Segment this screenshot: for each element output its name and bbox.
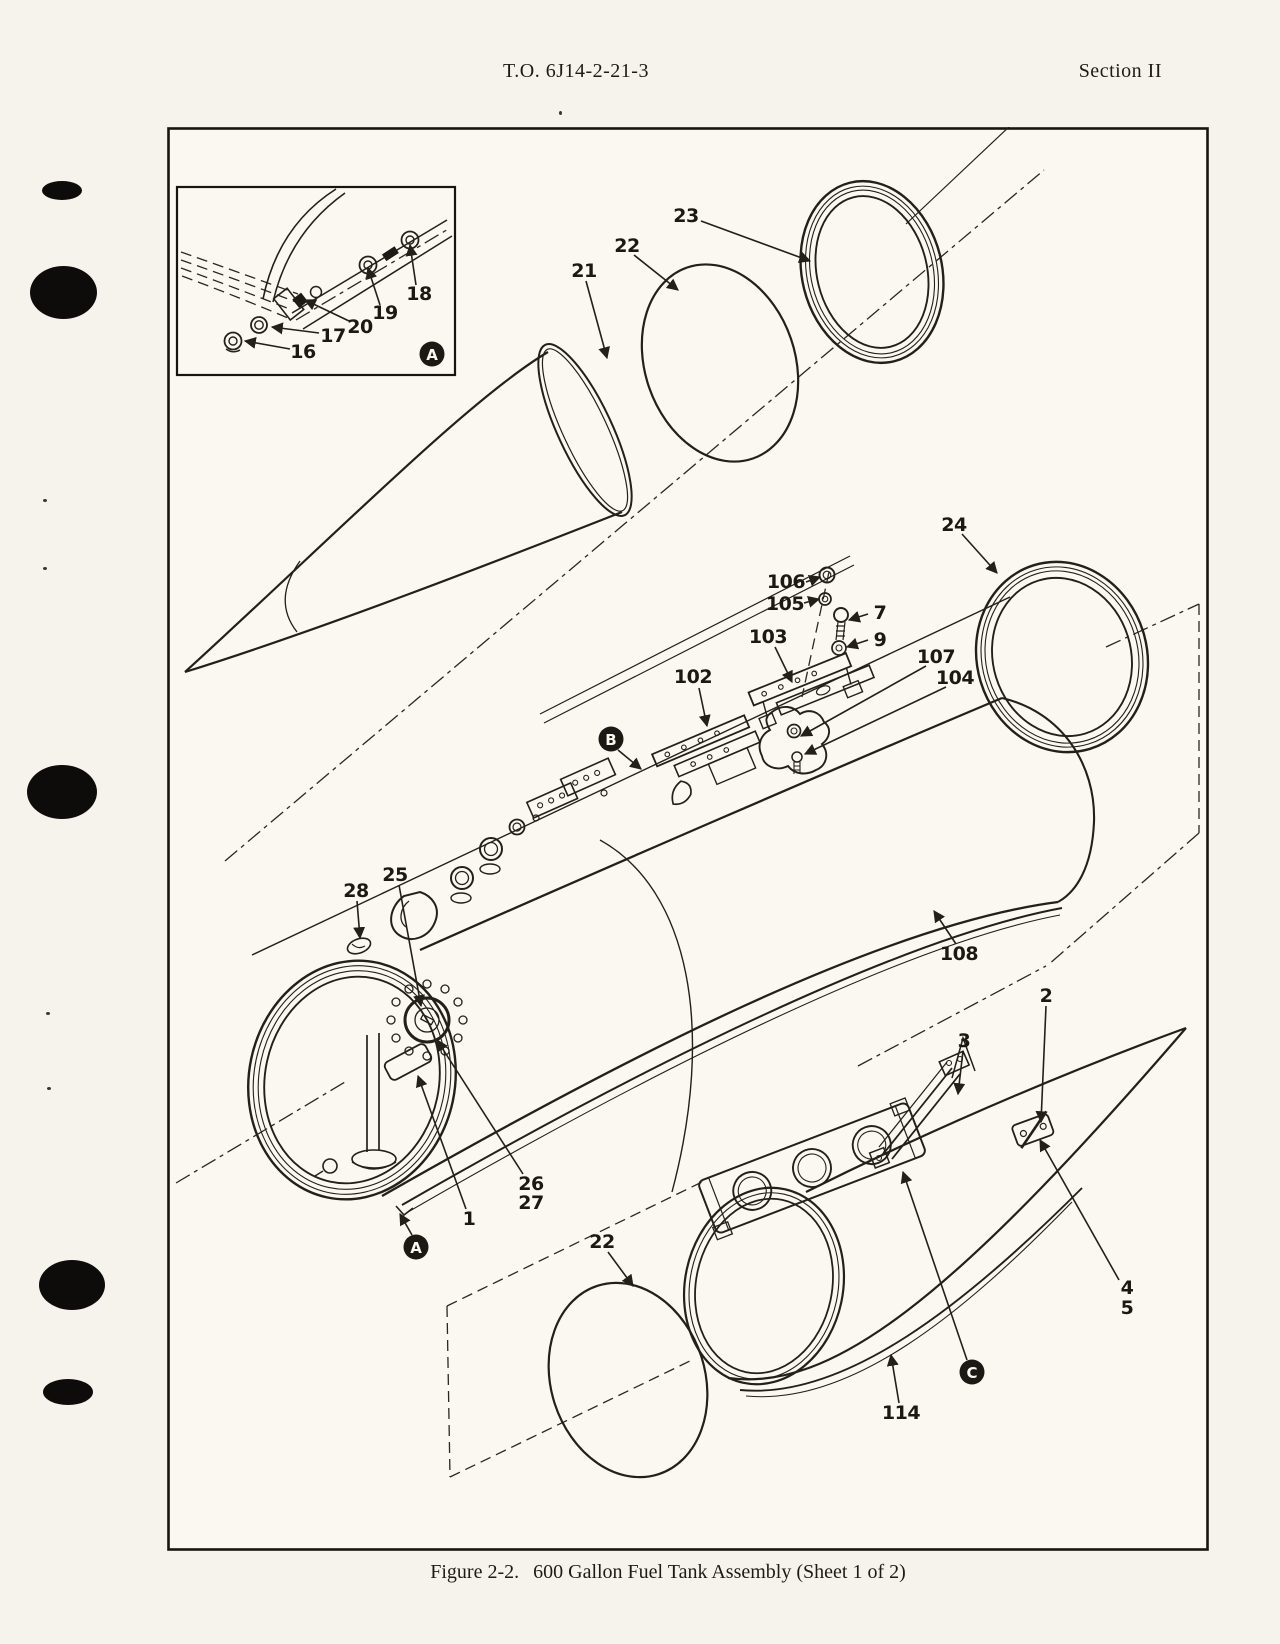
callout-17: 17: [320, 325, 345, 347]
punch-mark: [27, 765, 97, 819]
callout-16: 16: [290, 341, 316, 363]
part-filler-cap: [386, 979, 468, 1061]
callout-107: 107: [917, 646, 955, 668]
svg-text:A: A: [410, 1239, 422, 1257]
punch-mark: [43, 1379, 93, 1405]
callout-114: 114: [882, 1402, 920, 1424]
callout-28: 28: [343, 880, 369, 902]
figure-number: Figure 2-2.: [430, 1561, 520, 1583]
callout-24: 24: [941, 514, 967, 536]
callout-22-bottom: 22: [589, 1231, 614, 1253]
section-label: Section II: [1078, 60, 1162, 82]
callout-105: 105: [766, 593, 804, 615]
punch-mark: [39, 1260, 105, 1310]
part-support-bracket: [868, 1035, 976, 1169]
paper-speck: [559, 111, 562, 115]
detail-marker-a-inset: A: [419, 341, 445, 367]
callout-106: 106: [767, 571, 805, 593]
callout-26: 26: [518, 1173, 544, 1195]
callout-18: 18: [406, 283, 432, 305]
callout-22-top: 22: [614, 235, 639, 257]
punch-mark: [42, 181, 82, 200]
technical-order-number: T.O. 6J14-2-21-3: [503, 60, 649, 82]
part-gasket-forward: [640, 263, 800, 463]
part-vent-fitting: [346, 937, 372, 955]
svg-text:A: A: [426, 346, 438, 364]
svg-text:C: C: [966, 1364, 977, 1382]
part-bracket-103: [747, 651, 876, 730]
callout-4: 4: [1121, 1277, 1134, 1299]
callout-20: 20: [347, 316, 373, 338]
callout-labels: 16 17 20 19 18 21 22 23 24 106 105 7 9 1…: [290, 205, 1134, 1424]
figure-title: 600 Gallon Fuel Tank Assembly (Sheet 1 o…: [533, 1561, 906, 1583]
part-standpipe: [314, 1033, 397, 1177]
detail-markers: A B A C: [403, 341, 985, 1385]
part-placard: [383, 1043, 433, 1081]
callout-19: 19: [372, 302, 397, 324]
paper-speck: [43, 499, 47, 502]
part-tail-cone: [682, 1026, 1187, 1398]
punch-mark: [30, 266, 97, 319]
callout-108: 108: [940, 943, 978, 965]
part-clamp-ring-aft: [974, 560, 1150, 754]
detail-marker-a-tank: A: [403, 1234, 429, 1260]
callout-3: 3: [958, 1030, 971, 1052]
callout-102: 102: [674, 666, 712, 688]
detail-marker-b: B: [598, 726, 624, 752]
paper-speck: [46, 1012, 50, 1015]
exploded-view-figure: 16 17 20 19 18 21 22 23 24 106 105 7 9 1…: [167, 127, 1209, 1551]
callout-21: 21: [571, 260, 596, 282]
phantom-plane-lines: [175, 127, 1200, 1478]
part-tank-body: [247, 566, 1096, 1217]
svg-text:B: B: [605, 731, 616, 749]
callout-23: 23: [673, 205, 698, 227]
callout-2: 2: [1040, 985, 1053, 1007]
part-gasket-aft: [547, 1281, 709, 1479]
paper-speck: [47, 1087, 51, 1090]
inset-detail-box: [175, 185, 457, 377]
callout-1: 1: [463, 1208, 476, 1230]
callout-9: 9: [874, 629, 887, 651]
callout-7: 7: [874, 602, 887, 624]
detail-marker-c: C: [959, 1359, 985, 1385]
leader-lines: [243, 220, 1120, 1404]
callout-104: 104: [936, 667, 974, 689]
part-bracket-102: [650, 714, 761, 806]
figure-caption: Figure 2-2. 600 Gallon Fuel Tank Assembly…: [40, 1561, 1280, 1584]
part-nose-cone: [184, 343, 633, 674]
part-top-fittings: [390, 757, 617, 940]
part-clamp-ring-forward: [799, 179, 945, 365]
callout-103: 103: [749, 626, 787, 648]
callout-25: 25: [382, 864, 407, 886]
callout-5: 5: [1121, 1297, 1134, 1319]
paper-speck: [43, 567, 47, 570]
callout-27: 27: [518, 1192, 543, 1214]
